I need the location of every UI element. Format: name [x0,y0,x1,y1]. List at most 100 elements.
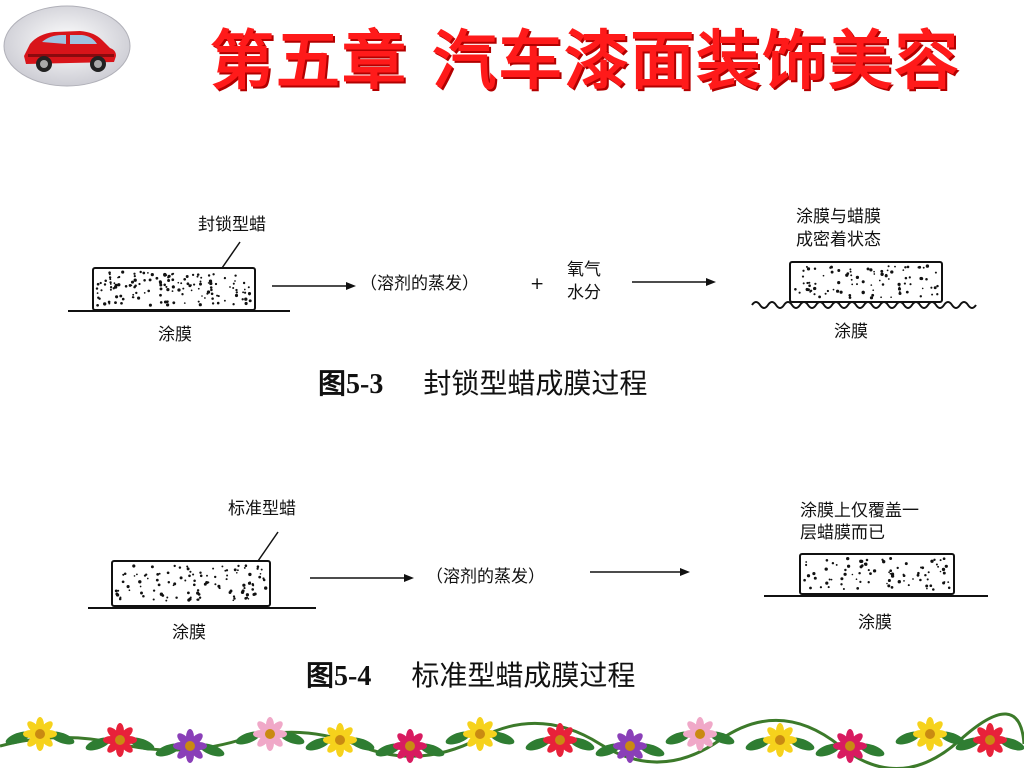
wax-particle [133,575,136,577]
wax-particle [840,583,843,586]
wax-particle [858,571,861,575]
wax-particle [96,292,99,294]
wax-particle [889,569,893,573]
wax-particle [131,296,134,299]
wax-particle [908,276,911,279]
wax-particle [861,280,865,284]
wax-particle [802,269,805,272]
wax-particle [242,291,245,294]
wax-particle [848,296,852,299]
wax-particle [196,598,199,601]
flower-center [475,729,485,739]
wax-particle [934,271,937,274]
wax-particle [152,589,156,592]
wax-particle [942,581,946,585]
wax-particle [197,287,200,290]
wax-particle [145,573,148,576]
caption-text: 标准型蜡成膜过程 [411,661,636,692]
wax-particle [243,566,246,569]
wax-particle [929,584,933,588]
red-sedan-car-icon [3,5,131,87]
wax-particle [108,302,111,305]
arrow-icon [310,574,414,582]
wax-particle [896,566,899,570]
wax-particle [147,272,149,274]
wax-particle [925,584,929,588]
wax-particle [846,556,850,561]
flower-garland-icon [0,712,1024,768]
wax-particle [245,593,249,597]
wax-particle [831,561,835,565]
wax-particle [890,572,895,576]
wax-leader-line [221,241,241,269]
wax-particle [167,279,171,282]
wax-particle [137,296,141,300]
wax-particle [172,301,176,305]
wax-particle [204,297,206,299]
wax-particle [830,578,833,581]
wax-particle [237,564,240,568]
wax-particle [212,567,215,570]
wax-particle [882,560,886,564]
wax-particle [905,290,909,294]
wax-particle [163,283,166,287]
wax-particle [864,562,868,566]
wax-dots-right [794,264,939,300]
wax-particle [241,589,245,593]
wax-particle [912,578,914,580]
wax-particle [264,586,268,590]
wax-particle [123,572,127,575]
wax-particle [837,269,841,272]
flower-center [335,735,345,745]
wax-particle [813,576,817,580]
wax-particle [935,563,938,566]
wax-particle [216,301,220,305]
wax-particle [180,282,183,285]
wax-particle [886,582,888,585]
wax-particle [171,290,174,292]
wax-dots-left [95,270,252,307]
wax-particle [252,593,256,596]
wax-particle [925,278,928,281]
wax-particle [142,595,145,598]
wax-particle [138,580,142,584]
wax-particle [806,267,811,271]
wax-particle [851,573,854,576]
wax-type-label: 封锁型蜡 [198,215,266,235]
slide-title: 第五章 汽车漆面装饰美容 [210,25,961,99]
wax-particle [904,266,907,269]
wax-particle [256,567,259,570]
wax-particle [226,574,229,577]
wax-particle [163,272,167,277]
wax-particle [140,591,143,595]
wax-particle [114,589,118,593]
wax-particle [939,570,942,573]
wax-particle [159,301,163,304]
wax-particle [921,287,924,290]
wax-particle [887,278,890,280]
wax-particle [930,286,933,289]
wax-dots-left [114,564,268,602]
wax-particle [894,265,896,268]
wax-particle [805,563,808,567]
wax-particle [843,572,847,576]
wax-particle [887,578,891,583]
wax-particle [232,303,235,306]
wax-particle [897,282,901,286]
wax-particle [262,577,265,580]
wax-particle [936,284,939,288]
wax-particle [158,572,161,575]
wax-particle [889,557,893,560]
paint-film-label-left: 涂膜 [172,623,206,643]
wax-particle [813,267,817,271]
wax-particle [128,589,131,592]
flower-center [405,741,415,751]
wax-particle [837,281,841,285]
wax-particle [247,286,250,289]
wax-particle [242,281,246,285]
wax-particle [136,573,138,576]
wax-particle [947,581,950,584]
flower-center [985,735,995,745]
wax-particle [175,596,178,599]
wax-particle [916,573,920,577]
